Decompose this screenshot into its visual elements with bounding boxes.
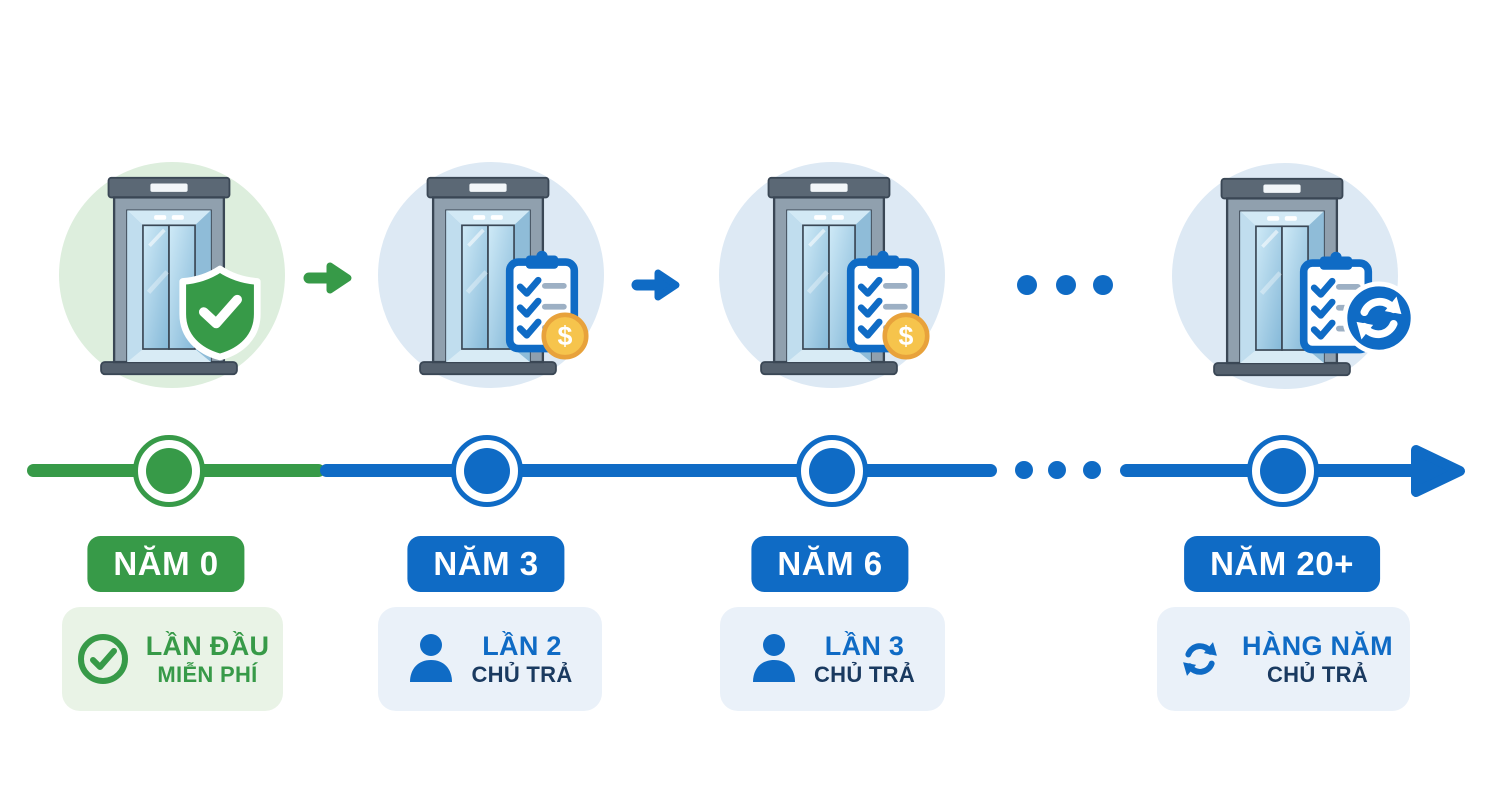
year-badge-0: NĂM 0 (87, 536, 245, 592)
arrow-right-icon (631, 266, 681, 304)
dollar-symbol: $ (899, 321, 914, 351)
refresh-icon (1183, 642, 1217, 676)
card-second-owner-pays: LẦN 2 CHỦ TRẢ (378, 607, 602, 711)
milestone-3-bubble: $ (719, 162, 945, 388)
dollar-symbol: $ (558, 321, 573, 351)
dollar-coin-icon: $ (541, 312, 589, 360)
card-annual-owner-pays: HÀNG NĂM CHỦ TRẢ (1157, 607, 1410, 711)
timeline-node-year-20 (1247, 435, 1319, 507)
person-icon (752, 634, 795, 682)
card-line2: CHỦ TRẢ (471, 661, 573, 687)
year-badge-20: NĂM 20+ (1184, 536, 1380, 592)
year-badge-3: NĂM 3 (407, 536, 565, 592)
card-line1: LẦN 3 (824, 630, 905, 661)
shield-check-icon (179, 265, 261, 361)
timeline-ellipsis-dot (1015, 461, 1033, 479)
arrow-right-icon (303, 259, 353, 297)
card-line2: MIỄN PHÍ (157, 661, 258, 687)
milestone-1-bubble (59, 162, 285, 388)
milestone-2-bubble: $ (378, 162, 604, 388)
card-first-free: LẦN ĐẦU MIỄN PHÍ (62, 607, 283, 711)
person-icon (410, 634, 453, 682)
timeline-ellipsis-dot (1048, 461, 1066, 479)
milestone-4-bubble (1172, 163, 1416, 389)
dollar-coin-icon: $ (882, 312, 930, 360)
check-circle-icon (77, 634, 128, 684)
refresh-badge-icon (1342, 281, 1416, 355)
card-line1: HÀNG NĂM (1242, 630, 1393, 661)
card-line2: CHỦ TRẢ (813, 661, 916, 687)
timeline-segment-blue (320, 464, 997, 477)
timeline-arrowhead-icon (1411, 445, 1465, 497)
timeline-ellipsis-dot (1083, 461, 1101, 479)
year-badge-6: NĂM 6 (751, 536, 909, 592)
card-third-owner-pays: LẦN 3 CHỦ TRẢ (720, 607, 945, 711)
timeline-node-year-0 (133, 435, 205, 507)
card-line2: CHỦ TRẢ (1266, 661, 1369, 687)
timeline-node-year-6 (796, 435, 868, 507)
card-line1: LẦN 2 (482, 630, 562, 661)
timeline-node-year-3 (451, 435, 523, 507)
card-line1: LẦN ĐẦU (145, 630, 270, 661)
